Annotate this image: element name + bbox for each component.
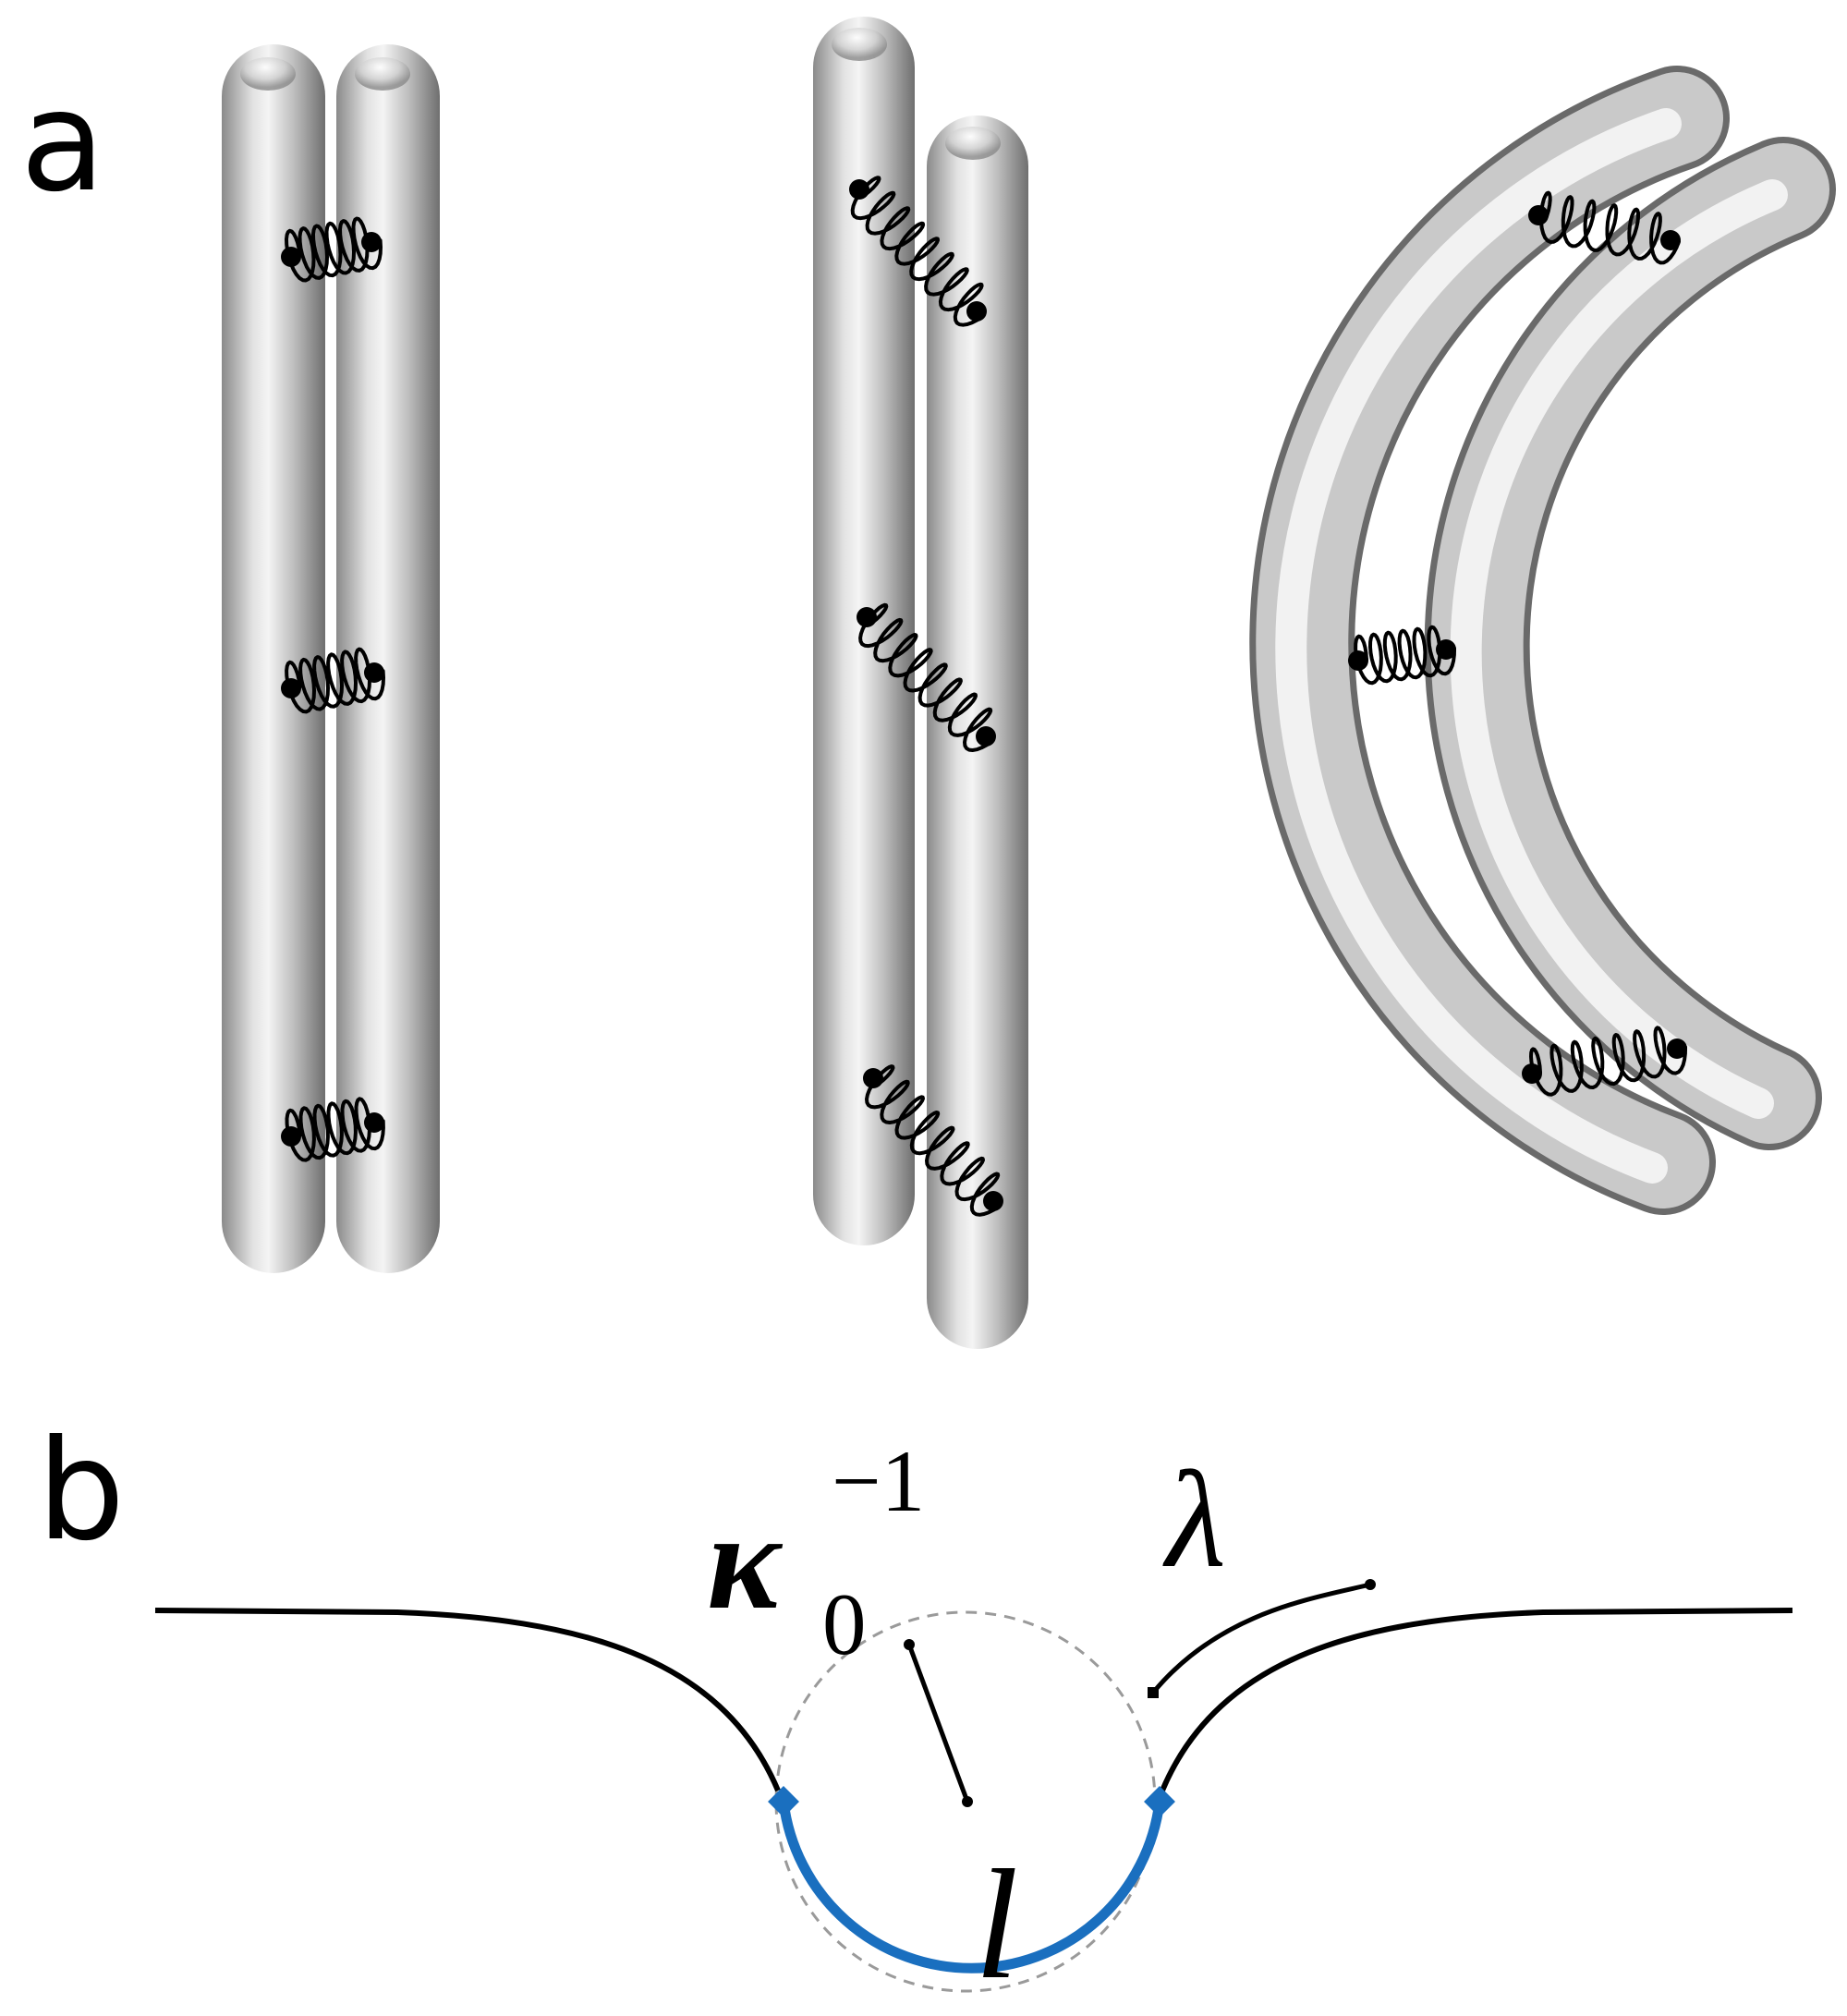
contact-length-label: l <box>975 1838 1018 2011</box>
curvature-label-superscript: −1 <box>832 1432 925 1530</box>
rod-pair-aligned <box>222 44 440 1273</box>
panel-label-b: b <box>37 1411 125 1572</box>
contact-point-left <box>768 1786 799 1817</box>
spring-anchor <box>1660 230 1681 250</box>
rod-outer-bent-highlight <box>1275 108 1682 1184</box>
spring-anchor <box>983 1191 1003 1211</box>
radius-end-center <box>962 1796 973 1807</box>
crosslinker-spring <box>863 1064 1003 1217</box>
rod-cap-highlight <box>832 28 887 61</box>
rod-right-aligned <box>336 44 440 1273</box>
spring-anchor <box>976 726 996 747</box>
decay-length-indicator <box>1151 1582 1371 1694</box>
rod-left-aligned <box>222 44 325 1273</box>
spring-anchor <box>849 179 869 200</box>
rod-cap-highlight <box>355 57 410 91</box>
curvature-label-subscript: 0 <box>822 1575 867 1673</box>
spring-anchor <box>364 1112 384 1133</box>
spring-anchor <box>281 1126 301 1147</box>
panel-label-a: a <box>20 62 105 223</box>
rod-cap-highlight <box>240 57 296 91</box>
decay-length-end-left <box>1148 1687 1159 1698</box>
radius-indicator <box>906 1644 970 1803</box>
rod-pair-sliding <box>813 17 1028 1349</box>
crosslinker-spring <box>849 176 987 327</box>
membrane-profile-left <box>154 1608 781 1792</box>
crosslinker-spring <box>1528 190 1681 265</box>
spring-anchor <box>966 301 987 322</box>
crosslinker-spring <box>1348 625 1456 686</box>
spring-anchor <box>364 662 384 683</box>
spring-coil <box>858 602 993 752</box>
crosslinker-spring <box>281 647 385 714</box>
decay-length-label: λ <box>1162 1443 1226 1597</box>
spring-coil <box>865 1064 1001 1217</box>
rod-pair-bent <box>1249 66 1836 1215</box>
spring-coil <box>1529 1026 1687 1097</box>
spring-anchor <box>1522 1063 1542 1084</box>
spring-coil <box>1539 190 1681 265</box>
spring-anchor <box>361 232 382 252</box>
contact-point-right <box>1144 1786 1175 1817</box>
spring-anchor <box>857 607 877 627</box>
spring-anchor <box>281 678 301 698</box>
panel-a: a <box>20 17 1836 1349</box>
decay-length-end-right <box>1365 1579 1376 1590</box>
crosslinker-spring <box>281 1097 385 1162</box>
contact-arc <box>778 1796 1165 1973</box>
spring-anchor <box>1667 1038 1687 1059</box>
crosslinker-spring <box>1522 1026 1687 1097</box>
spring-anchor <box>281 247 301 267</box>
panel-b: b κ 0 −1 λ l <box>37 1411 1793 2011</box>
spring-anchor <box>1348 650 1368 671</box>
spring-coil <box>850 176 984 327</box>
crosslinker-spring <box>857 602 996 752</box>
crosslinker-spring <box>281 216 383 283</box>
spring-anchor <box>1528 205 1549 225</box>
membrane-profile-right <box>1160 1608 1793 1792</box>
spring-anchor <box>1436 639 1456 660</box>
rod-inner-bent-highlight <box>1450 179 1788 1119</box>
rod-inner-bent <box>1430 143 1829 1144</box>
spring-anchor <box>863 1068 883 1088</box>
rod-cap-highlight <box>945 127 1001 160</box>
radius-end-top <box>904 1639 915 1650</box>
curvature-label-kappa: κ <box>707 1485 784 1638</box>
